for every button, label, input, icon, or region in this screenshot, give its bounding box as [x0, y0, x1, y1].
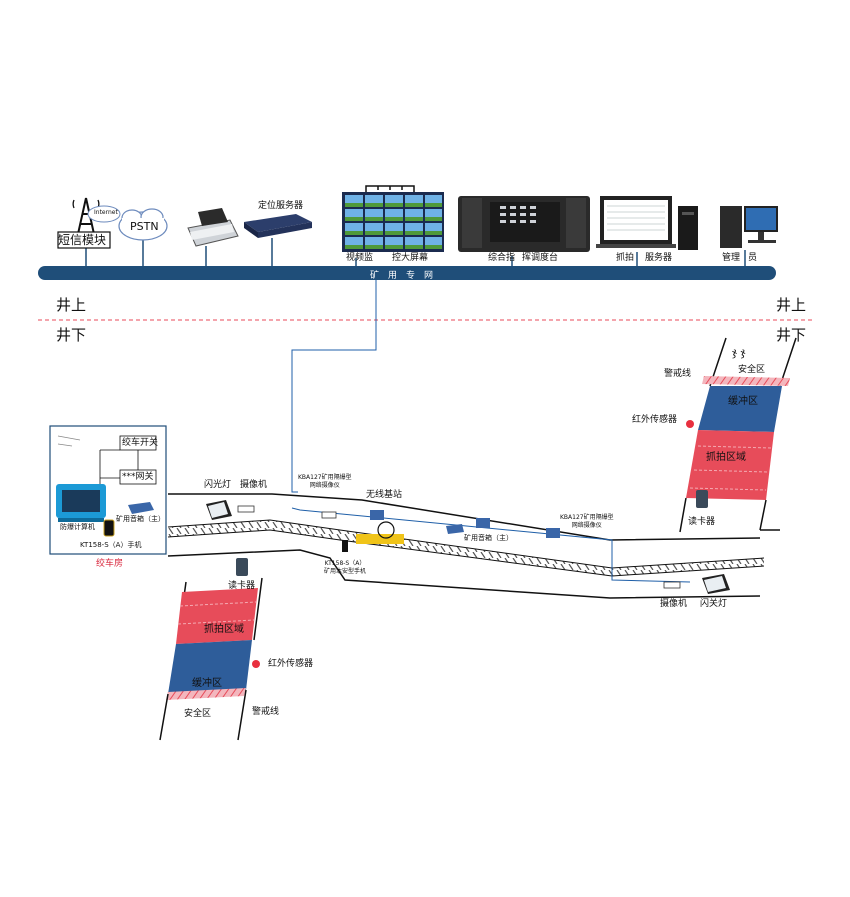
rail-track — [167, 519, 765, 577]
gateway-label: ***网关 — [122, 472, 154, 482]
sms-box — [57, 231, 111, 249]
right-ir-sensor-dot — [686, 420, 694, 428]
right-warning-band — [702, 376, 790, 386]
video-wall-label-2: 控大屏幕 — [392, 253, 429, 263]
winch-room-title: 绞车房 — [96, 559, 124, 569]
above-ground-left: 井上 — [56, 296, 87, 314]
isolator-left-line-2: 网络摄像仪 — [309, 481, 340, 489]
right-capture-zone — [686, 430, 774, 500]
left-card-reader-icon — [236, 558, 248, 576]
right-shaft — [679, 337, 797, 533]
isolator-right-icon — [546, 528, 560, 538]
internet-cloud-icon — [87, 205, 121, 223]
speaker-mid-label: 矿用音箱（主） — [464, 534, 513, 542]
flash-light-left-icon — [206, 500, 232, 520]
right-card-reader-label: 读卡器 — [688, 517, 716, 527]
left-warning-line-label: 警戒线 — [252, 707, 280, 717]
left-buffer-zone — [168, 640, 252, 694]
svg-text:ჯ ჯ: ჯ ჯ — [732, 346, 746, 359]
isolator-left-line-1: KBA127矿用隔爆型 — [298, 474, 352, 481]
handset-line-2: 矿用本安型手机 — [324, 567, 367, 575]
speaker-mid-icon — [446, 524, 464, 534]
left-card-reader-label: 读卡器 — [228, 581, 256, 591]
left-shaft — [159, 558, 263, 741]
video-wall-icon — [342, 185, 444, 252]
right-ir-sensor-label: 红外传感器 — [632, 415, 678, 425]
left-ir-sensor-label: 红外传感器 — [268, 659, 314, 669]
uplink-line — [291, 280, 377, 493]
winch-phone-label: KT158-S（A）手机 — [80, 541, 142, 549]
handset-line-1: KT158-S（A） — [324, 560, 366, 567]
base-station-icon — [370, 510, 384, 520]
manager-label-2: 员 — [748, 253, 758, 263]
below-ground-left: 井下 — [56, 326, 87, 344]
isolator-right-line-1: KBA127矿用隔爆型 — [560, 514, 614, 521]
locomotive-icon — [342, 521, 404, 552]
location-server-label: 定位服务器 — [258, 201, 304, 211]
winch-speaker-icon — [128, 502, 154, 514]
isolator-right-label: KBA127矿用隔爆型 网络摄像仪 — [560, 514, 614, 529]
camera-left-label: 摄像机 — [240, 480, 268, 490]
left-capture-zone — [176, 588, 258, 644]
camera-right-label: 摄像机 — [660, 599, 688, 609]
capture-server-icon — [596, 196, 698, 250]
camera-left-icon — [237, 505, 255, 513]
capture-label-1: 抓拍 — [616, 253, 635, 263]
base-station-label: 无线基站 — [366, 490, 403, 500]
flash-left-label: 闪光灯 — [204, 480, 232, 490]
right-buffer-zone — [698, 386, 782, 432]
sms-label: 短信模块 — [58, 233, 107, 247]
left-ir-sensor-dot — [252, 660, 260, 668]
winch-phone-icon — [103, 519, 115, 537]
left-warning-band — [166, 688, 246, 700]
explosion-proof-computer-icon — [56, 484, 106, 522]
flash-light-right-icon — [702, 574, 730, 594]
person-icons: ჯ ჯ — [732, 346, 746, 359]
pstn-label: PSTN — [130, 220, 159, 233]
internet-label: Internet — [94, 209, 118, 216]
dispatch-console-icon — [458, 196, 590, 252]
manager-label-1: 管理 — [722, 253, 741, 263]
left-capture-label: 抓拍区域 — [204, 624, 244, 635]
bus-drops — [85, 238, 746, 266]
printer-icon — [187, 208, 239, 247]
left-buffer-label: 缓冲区 — [192, 678, 222, 689]
isolator-right-line-2: 网络摄像仪 — [571, 521, 602, 529]
flash-right-label: 闪关灯 — [700, 599, 728, 609]
roadway-walls — [167, 493, 761, 599]
above-ground-right: 井上 — [776, 296, 807, 314]
switch-mid-icon — [476, 518, 490, 528]
left-safe-area-label: 安全区 — [184, 709, 212, 719]
bus-label: 矿 用 专 网 — [370, 271, 434, 281]
right-buffer-label: 缓冲区 — [728, 396, 758, 407]
right-capture-label: 抓拍区域 — [706, 452, 746, 463]
dispatch-label-2: 挥调度台 — [522, 253, 559, 263]
tunnel-link — [291, 507, 691, 583]
server-rack-icon — [244, 214, 312, 238]
right-safe-area-label: 安全区 — [738, 365, 766, 375]
winch-speaker-label: 矿用音箱（主） — [116, 515, 165, 523]
isolator-left-label: KBA127矿用隔爆型 网络摄像仪 — [298, 474, 352, 489]
pstn-cloud-icon — [118, 208, 168, 241]
winch-switch-label: 绞车开关 — [122, 438, 159, 448]
capture-label-2: 服务器 — [645, 253, 673, 263]
handset-label: KT158-S（A） 矿用本安型手机 — [324, 560, 366, 575]
isolator-left-icon — [321, 511, 337, 519]
video-wall-label-1: 视频监 — [346, 253, 374, 263]
right-warning-line-label: 警戒线 — [664, 369, 692, 379]
manager-pc-icon — [720, 206, 778, 248]
dispatch-label-1: 综合指 — [488, 253, 516, 263]
network-bus — [38, 266, 776, 280]
computer-label: 防爆计算机 — [60, 523, 95, 531]
below-ground-right: 井下 — [776, 326, 807, 344]
right-card-reader-icon — [696, 490, 708, 508]
camera-right-icon — [663, 581, 681, 589]
